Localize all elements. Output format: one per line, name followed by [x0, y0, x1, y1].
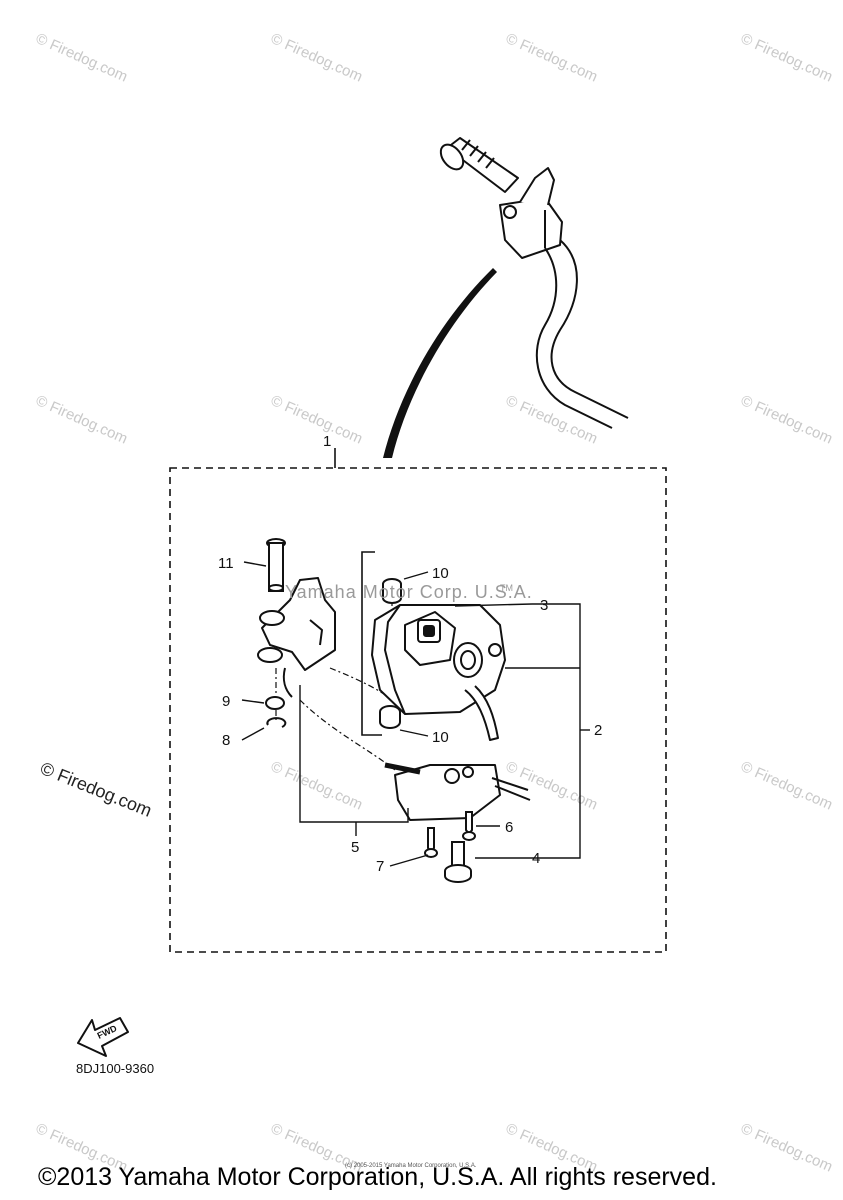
bolt-11	[266, 538, 286, 592]
handlebar	[439, 137, 629, 429]
stop-switch	[384, 762, 531, 821]
callout-7: 7	[376, 858, 384, 875]
tm-mark: TM	[500, 583, 513, 593]
screw-7	[424, 827, 438, 858]
copyright-text: ©2013 Yamaha Motor Corporation, U.S.A. A…	[38, 1163, 717, 1191]
washer-9	[265, 696, 285, 710]
diagram-code: 8DJ100-9360	[76, 1061, 155, 1076]
grommet-10-top	[382, 578, 402, 604]
callout-8: 8	[222, 732, 230, 749]
throttle-bracket	[257, 577, 336, 698]
copyright-small: (c) 2005-2015 Yamaha Motor Corporation, …	[345, 1163, 477, 1169]
grommet-10-bottom	[379, 705, 401, 729]
callout-6: 6	[505, 819, 513, 836]
throttle-cable	[383, 268, 497, 458]
callout-10-top: 10	[432, 565, 449, 582]
screw-6	[462, 811, 476, 841]
bolt-4	[444, 841, 472, 883]
callout-10-bottom: 10	[432, 729, 449, 746]
callout-1: 1	[323, 433, 331, 450]
callout-3: 3	[540, 597, 548, 614]
callout-11: 11	[218, 555, 234, 572]
bracket-10	[361, 551, 382, 736]
fwd-arrow-icon: FWD	[77, 1017, 129, 1057]
callout-5: 5	[351, 839, 359, 856]
throttle-housing	[371, 604, 506, 741]
callout-2: 2	[594, 722, 602, 739]
callout-leaders	[241, 561, 590, 867]
clip-8	[266, 717, 287, 728]
callout-9: 9	[222, 693, 230, 710]
callout-4: 4	[532, 850, 540, 867]
assembly-box	[169, 467, 667, 953]
trademark-text: Yamaha Motor Corp. U.S.A.	[285, 582, 533, 602]
